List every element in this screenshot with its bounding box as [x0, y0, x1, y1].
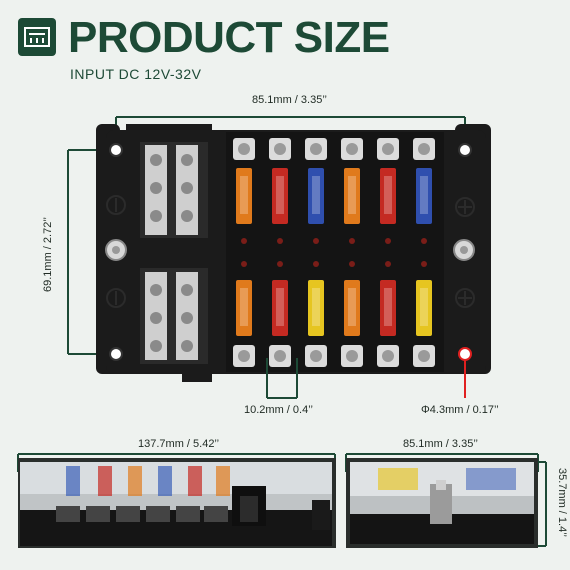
fuse-bottom-4 [344, 280, 360, 336]
page-title: PRODUCT SIZE [68, 13, 390, 62]
fuse-bottom-3 [308, 280, 324, 336]
hole-diameter-label: Φ4.3mm / 0.17’’ [421, 404, 499, 416]
end-height-label: 35.7mm / 1.4’’ [556, 468, 568, 537]
terminal-spacing-marker [266, 358, 298, 399]
terminal-spacing-label: 10.2mm / 0.4’’ [244, 404, 313, 416]
end-width-label: 85.1mm / 3.35’’ [403, 438, 479, 450]
mount-hole-top-right [458, 143, 472, 157]
mount-hole-top-left [109, 143, 123, 157]
input-voltage-subtitle: INPUT DC 12V-32V [70, 66, 202, 82]
side-length-label: 137.7mm / 5.42’’ [138, 438, 220, 450]
fuse-bottom-1 [236, 280, 252, 336]
top-width-label: 85.1mm / 3.35’’ [252, 94, 328, 106]
fuse-array [233, 138, 435, 367]
fuse-box-end-view [346, 458, 538, 548]
mount-hole-bottom-left [109, 347, 123, 361]
fuse-top-1 [236, 168, 252, 224]
fuse-top-3 [308, 168, 324, 224]
fuse-top-4 [344, 168, 360, 224]
fuse-top-2 [272, 168, 288, 224]
fuse-box-side-view [18, 458, 336, 548]
fuse-box-logo-icon [18, 18, 56, 56]
fuse-top-6 [416, 168, 432, 224]
fuse-box-icon [24, 27, 50, 47]
fuse-box-top-view [96, 124, 491, 382]
fuse-bottom-5 [380, 280, 396, 336]
fuse-bottom-6 [416, 280, 432, 336]
mount-hole-bottom-right [458, 347, 472, 361]
fuse-top-5 [380, 168, 396, 224]
fuse-bottom-2 [272, 280, 288, 336]
left-height-label: 69.1mm / 2.72’’ [42, 216, 54, 292]
